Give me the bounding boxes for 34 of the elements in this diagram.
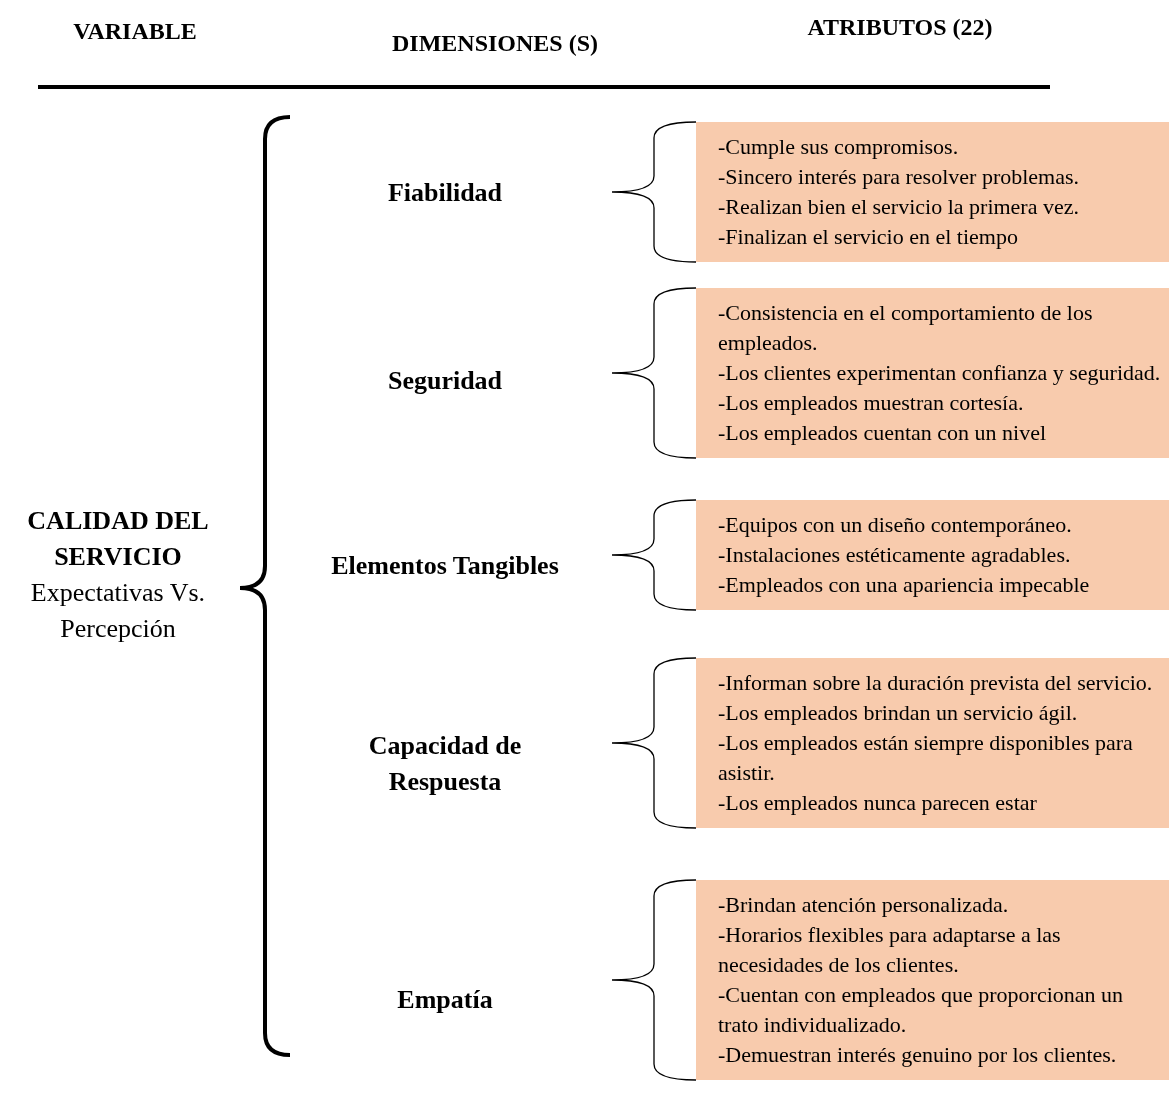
dimension-label: Seguridad (330, 363, 560, 399)
attribute-item: -Sincero interés para resolver problemas. (718, 163, 1081, 191)
attribute-item: -Empleados con una apariencia impecable (718, 571, 1091, 599)
attribute-box (696, 288, 1169, 458)
variable-subtitle: Expectativas Vs. Percepción (29, 577, 207, 645)
variable-title: CALIDAD DEL SERVICIO (26, 505, 210, 573)
attribute-box (696, 658, 1169, 828)
column-heading: DIMENSIONES (S) (390, 30, 599, 57)
attribute-item: -Consistencia en el comportamiento de los empleados. (718, 299, 1094, 357)
attribute-box (696, 880, 1169, 1080)
attribute-item: -Realizan bien el servicio la primera vez. (718, 193, 1080, 221)
attribute-item: -Brindan atención personalizada. (718, 891, 1010, 919)
attribute-item: -Los clientes experimentan confianza y seguridad. (718, 359, 1161, 387)
attribute-item: -Informan sobre la duración prevista del servicio. (718, 669, 1154, 697)
attribute-item: -Demuestran interés genuino por los clientes. (718, 1041, 1118, 1069)
attribute-item: -Finalizan el servicio en el tiempo (718, 223, 1019, 251)
attribute-item: -Los empleados brindan un servicio ágil. (718, 699, 1079, 727)
dimension-label: Fiabilidad (330, 175, 560, 211)
attribute-item: -Los empleados cuentan con un nivel (718, 419, 1048, 447)
attribute-item: -Instalaciones estéticamente agradables. (718, 541, 1072, 569)
attribute-item: -Los empleados están siempre disponibles para asistir. (718, 729, 1134, 787)
dimension-label: Elementos Tangibles (330, 548, 560, 584)
attribute-box (696, 500, 1169, 610)
attribute-item: -Los empleados muestran cortesía. (718, 389, 1025, 417)
column-heading: ATRIBUTOS (22) (806, 14, 994, 41)
attribute-item: -Horarios flexibles para adaptarse a las necesidades de los clientes. (718, 921, 1062, 979)
attribute-item: -Cumple sus compromisos. (718, 133, 960, 161)
dimension-label: Empatía (330, 982, 560, 1018)
attribute-item: -Cuentan con empleados que proporcionan un trato individualizado. (718, 981, 1125, 1039)
attribute-item: -Equipos con un diseño contemporáneo. (718, 511, 1073, 539)
attribute-item: -Los empleados nunca parecen estar (718, 789, 1038, 817)
column-heading: VARIABLE (72, 18, 198, 45)
dimension-label: Capacidad de Respuesta (330, 728, 560, 800)
attribute-box (696, 122, 1169, 262)
